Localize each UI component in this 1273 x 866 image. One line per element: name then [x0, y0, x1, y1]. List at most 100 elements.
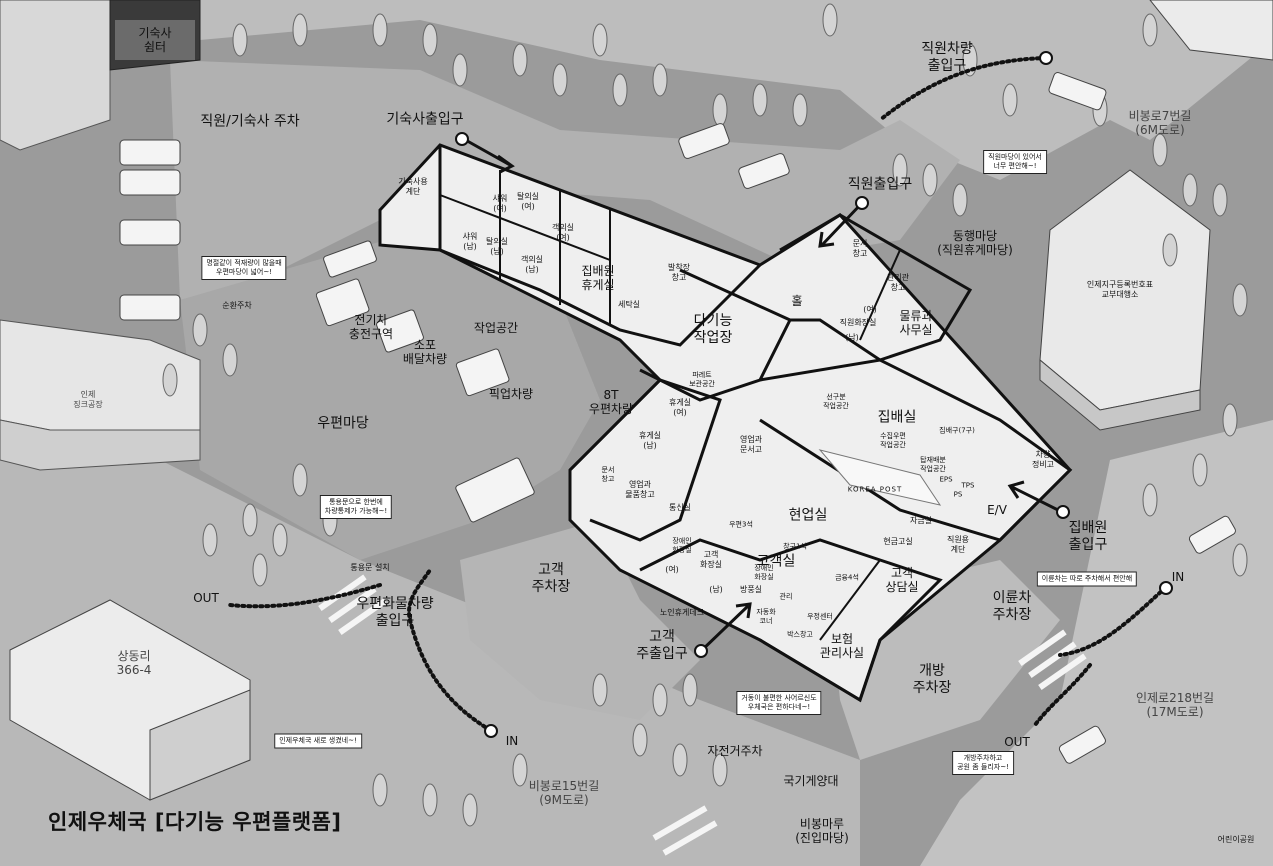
tree: [682, 673, 698, 707]
plaza-2: (진입마당): [795, 831, 849, 845]
tree: [1002, 83, 1018, 117]
room-rest-m-2: (남): [643, 441, 657, 450]
speech-bubble-courtyard: 직원마당이 있어서 너무 편안해~!: [983, 150, 1047, 174]
tree: [1162, 233, 1178, 267]
right-in-pin: [1159, 581, 1173, 595]
tree: [892, 153, 908, 187]
zinc-factory-2: 징크공장: [73, 400, 103, 409]
room-logistics-office-2: 사무실: [899, 323, 933, 337]
main-building-footprint: [378, 143, 1073, 703]
room-self-corner-2: 코너: [759, 617, 773, 625]
room-window-1: 창구1석: [783, 542, 807, 551]
tree: [1232, 543, 1248, 577]
tree: [252, 553, 268, 587]
staff-dorm-parking-label: 직원/기숙사 주차: [200, 113, 300, 130]
room-shower-f-2: (여): [493, 204, 507, 213]
tree: [422, 783, 438, 817]
road-7-name: 비봉로7번길: [1128, 109, 1192, 123]
zinc-factory-1: 인제: [80, 390, 96, 399]
room-mgmt-storage-1: 관리관: [886, 273, 910, 282]
bubble-gate-line1: 통용문으로 한번에: [329, 498, 383, 506]
building-topright: [1149, 0, 1273, 61]
sorting-hall-walls: [759, 358, 1073, 542]
room-sorting: 집배실: [877, 409, 917, 426]
tree: [1232, 283, 1248, 317]
tree: [592, 673, 608, 707]
tree: [422, 23, 438, 57]
room-comms: 통신실: [668, 503, 692, 512]
twowheel-parking-1: 이륜차: [992, 590, 1032, 606]
cargo-entrance-1: 우편화물차량: [356, 596, 434, 612]
small-delivery-1: 소포: [413, 338, 437, 352]
tree: [242, 503, 258, 537]
tree: [512, 753, 528, 787]
bubble-courtyard-line1: 직원마당이 있어서: [988, 153, 1042, 161]
truck: [323, 240, 377, 278]
workspace-label: 작업공간: [473, 321, 519, 335]
customer-parking-ground: [460, 520, 700, 720]
room-vehicle-maint-1: 차량: [1035, 450, 1051, 459]
room-tps: TPS: [961, 481, 975, 490]
dorm-shelter-roof: [115, 20, 195, 60]
out-right-label: OUT: [1004, 735, 1030, 749]
room-nap-m-1: 탈의실: [485, 237, 509, 246]
tree: [652, 63, 668, 97]
truck: [455, 457, 535, 523]
crosswalk-stripe: [1038, 653, 1087, 690]
room-staff-stairs-1: 직원용: [946, 535, 970, 544]
postal-yard-label: 우편마당: [317, 415, 369, 432]
room-rest-f: 휴게실(여): [669, 398, 691, 418]
wall-customer-div: [819, 559, 881, 641]
road-top: [200, 0, 1273, 180]
tree: [922, 163, 938, 197]
postman-entrance-1: 집배원: [1068, 520, 1108, 536]
tree: [452, 53, 468, 87]
room-staff-stairs-2: 계단: [950, 545, 966, 554]
room-nap-f-2: (여): [521, 202, 535, 211]
in-bottom-label: IN: [505, 734, 519, 748]
room-customer: 고객실: [756, 553, 796, 570]
cargo-entrance-2: 출입구: [375, 613, 415, 629]
tree: [292, 463, 308, 497]
tree: [752, 83, 768, 117]
tree: [952, 183, 968, 217]
korea-post-sign: KOREA POST: [847, 485, 903, 494]
room-collect-2: 작업공간: [880, 441, 906, 449]
room-docs-storage-2: 창고: [852, 249, 868, 258]
speech-bubble-stairs: 거동이 불편한 사어르신도 우체국은 편하다네~!: [736, 691, 822, 715]
customer-entrance-2: 주출입구: [636, 646, 688, 662]
arrow-dorm-entrance: [461, 136, 515, 174]
room-mgmt-small: 관리: [779, 592, 793, 601]
room-nap-m-2: (남): [490, 247, 504, 256]
open-parking-2: 주차장: [912, 680, 952, 696]
building-registry-side: [1039, 358, 1201, 431]
in-right-label: IN: [1171, 570, 1185, 584]
room-dorm-m-2: (남): [525, 265, 539, 274]
arrow-customer: [698, 602, 752, 654]
room-visit: 방풍실: [739, 585, 763, 594]
room-sales-docs-2: 문서고: [739, 445, 763, 454]
sangdong-1: 상동리: [117, 649, 151, 663]
tree: [462, 793, 478, 827]
car: [119, 294, 181, 321]
staff-entrance-pin: [855, 196, 869, 210]
tree: [1142, 483, 1158, 517]
room-docs-storage-1: 문서: [852, 239, 868, 248]
car: [119, 169, 181, 196]
tree: [202, 523, 218, 557]
dorm-entrance-label: 기숙사출입구: [386, 111, 464, 128]
arrow-staff-entrance: [818, 201, 864, 248]
out-left-label: OUT: [193, 591, 219, 605]
room-window-3: 우편3석: [729, 520, 753, 529]
